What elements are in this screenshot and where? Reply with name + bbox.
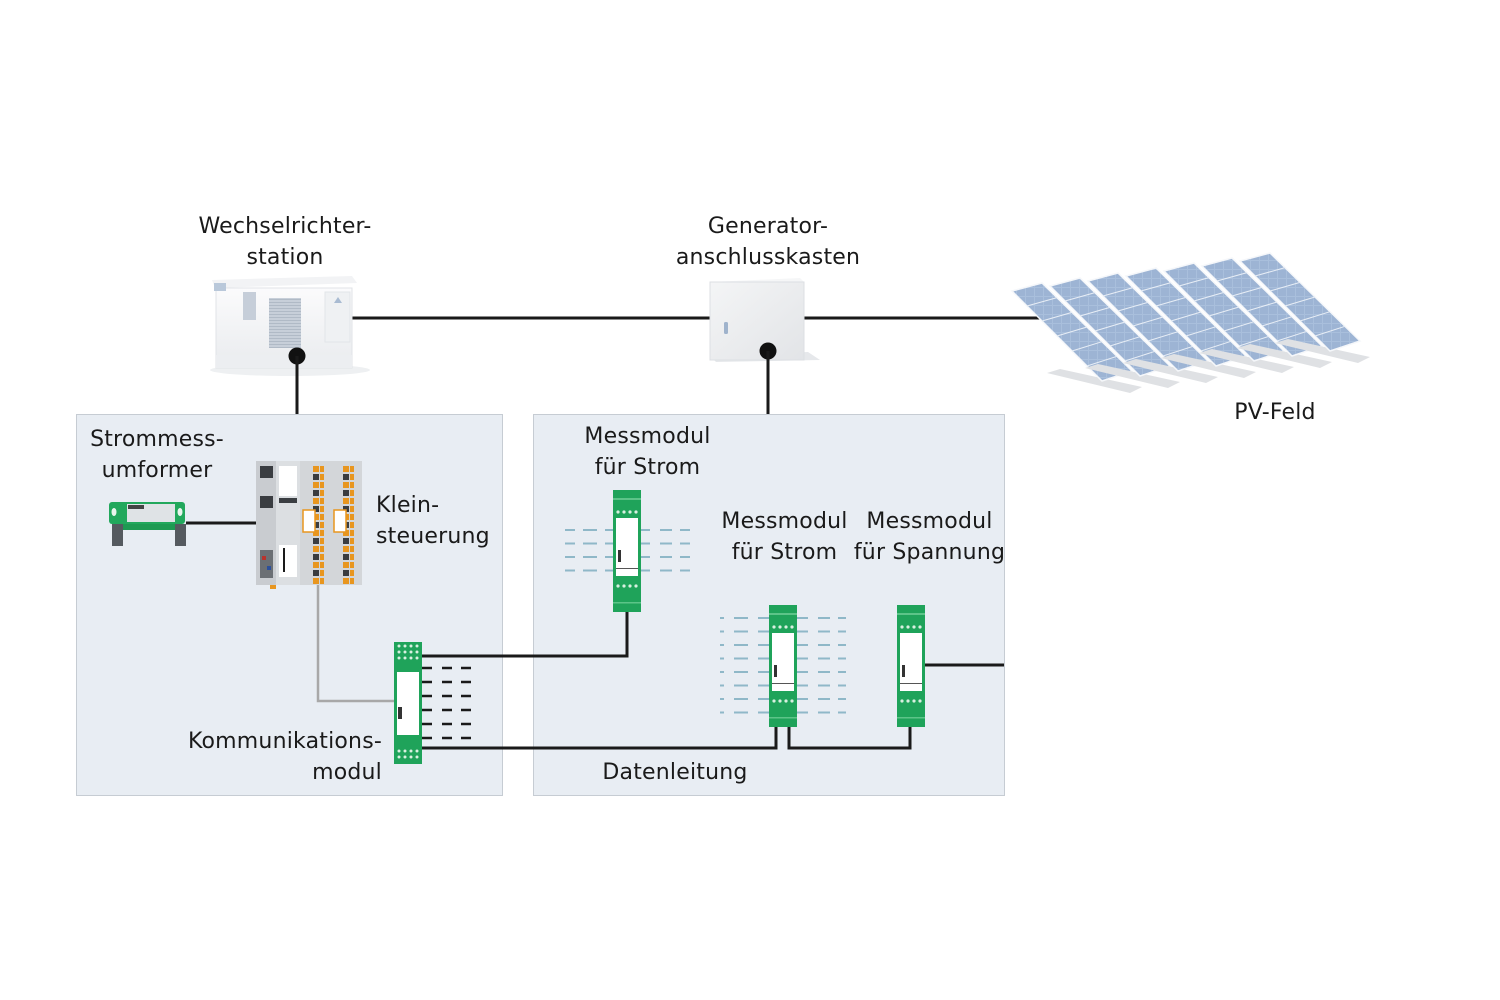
communication-module-icon [394, 642, 422, 764]
communication-module-label: Kommunikations- modul [187, 729, 382, 785]
measure-module-current-2-label: Messmodul für Strom [721, 509, 848, 565]
small-controller-label: Klein- steuerung [376, 493, 490, 549]
current-dashes-2 [720, 617, 846, 714]
current-dashes-1 [565, 529, 690, 572]
measure-module-current-1-label: Messmodul für Strom [584, 424, 711, 480]
data-line-label: Datenleitung [602, 760, 748, 785]
inverter-station-label: Wechselrichter- station [198, 214, 372, 270]
pv-field-icon [1010, 252, 1370, 393]
data-line-wires [422, 612, 1004, 750]
small-controller-icon [256, 461, 362, 589]
pv-field-label: PV-Feld [1234, 400, 1316, 425]
pv-panel-row [1124, 267, 1256, 378]
measure-module-current-2-icon [769, 605, 797, 727]
current-transducer-icon [109, 502, 258, 546]
controller-link [316, 585, 396, 703]
pv-panel-row [1086, 272, 1218, 383]
pv-panel-row [1048, 277, 1180, 388]
measure-module-voltage-icon [897, 605, 925, 727]
generator-junction-box-icon [709, 278, 820, 414]
measure-module-voltage-label: Messmodul für Spannung [853, 509, 1006, 565]
generator-junction-box-label: Generator- anschlusskasten [675, 214, 861, 270]
pv-panel-row [1010, 282, 1142, 393]
pv-panel-row [1162, 262, 1294, 373]
pv-panel-row [1238, 252, 1370, 363]
current-transducer-label: Strommess- umformer [90, 427, 224, 483]
inverter-station-icon [210, 276, 370, 414]
pv-panel-row [1200, 257, 1332, 368]
comm-dashes [422, 666, 471, 740]
measure-module-current-1-icon [613, 490, 641, 612]
